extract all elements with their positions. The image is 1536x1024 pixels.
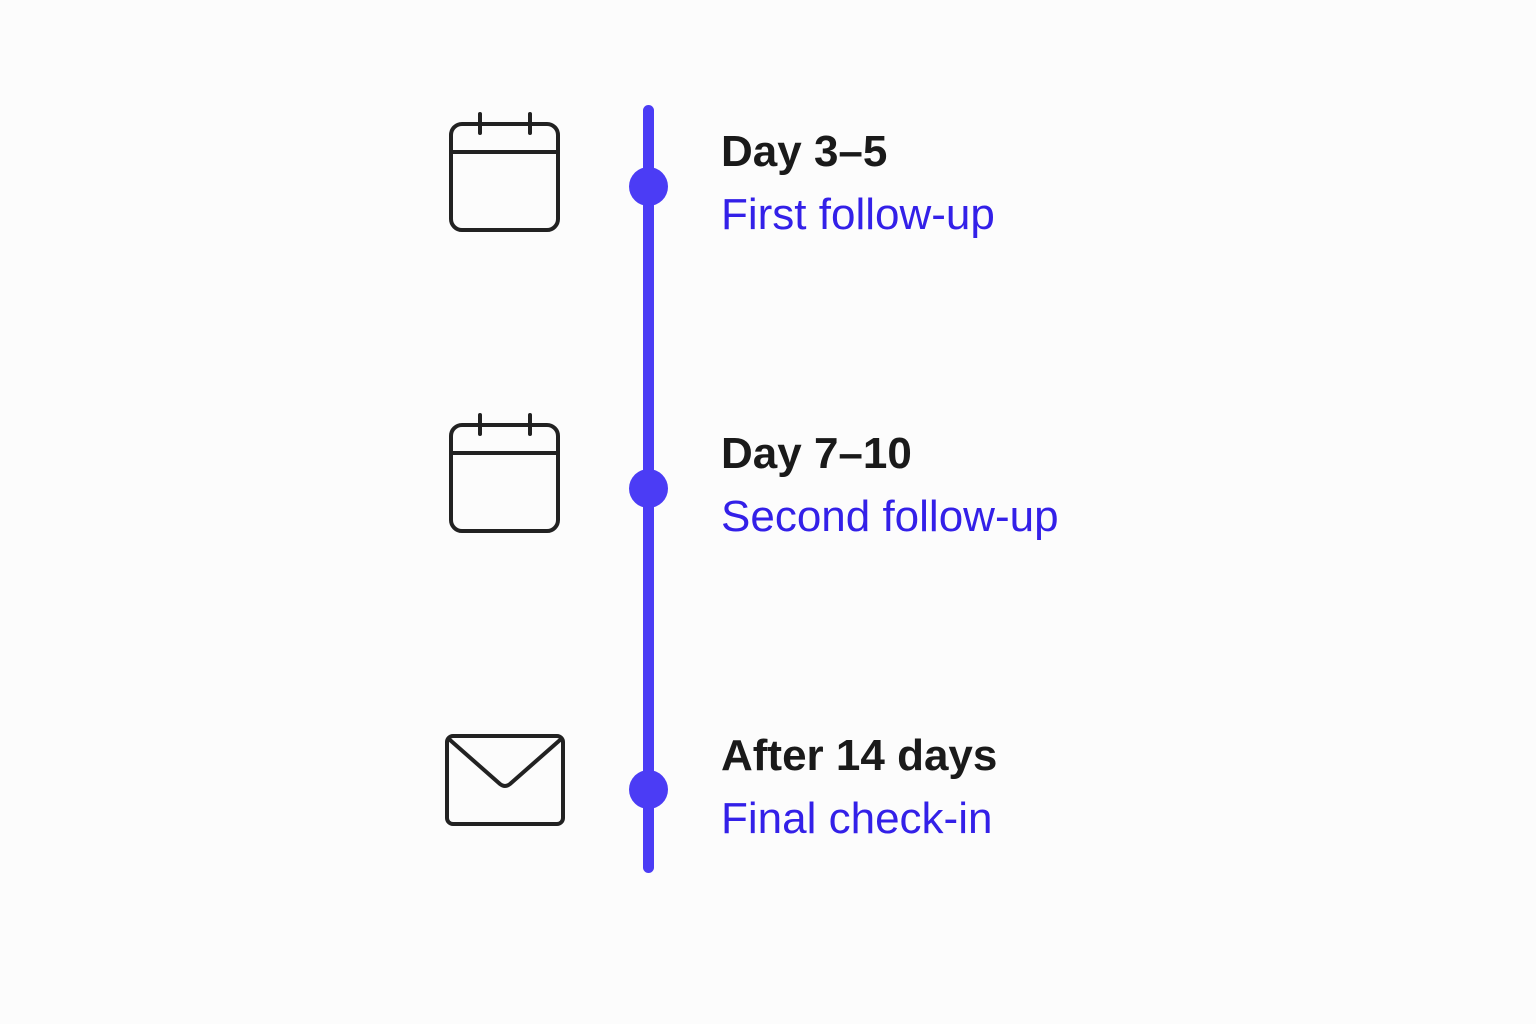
timeline-step-3: After 14 days Final check-in bbox=[0, 712, 1536, 852]
step-subtitle: First follow-up bbox=[721, 190, 995, 239]
calendar-icon bbox=[440, 110, 570, 240]
step-title: Day 7–10 bbox=[721, 429, 912, 478]
envelope-icon bbox=[440, 712, 570, 842]
timeline-dot bbox=[629, 167, 668, 206]
timeline-dot bbox=[629, 770, 668, 809]
timeline-dot bbox=[629, 469, 668, 508]
step-title: Day 3–5 bbox=[721, 127, 888, 176]
timeline-step-2: Day 7–10 Second follow-up bbox=[0, 411, 1536, 551]
step-subtitle: Second follow-up bbox=[721, 492, 1059, 541]
calendar-icon bbox=[440, 411, 570, 541]
step-title: After 14 days bbox=[721, 731, 998, 780]
timeline-step-1: Day 3–5 First follow-up bbox=[0, 110, 1536, 250]
step-subtitle: Final check-in bbox=[721, 794, 993, 843]
